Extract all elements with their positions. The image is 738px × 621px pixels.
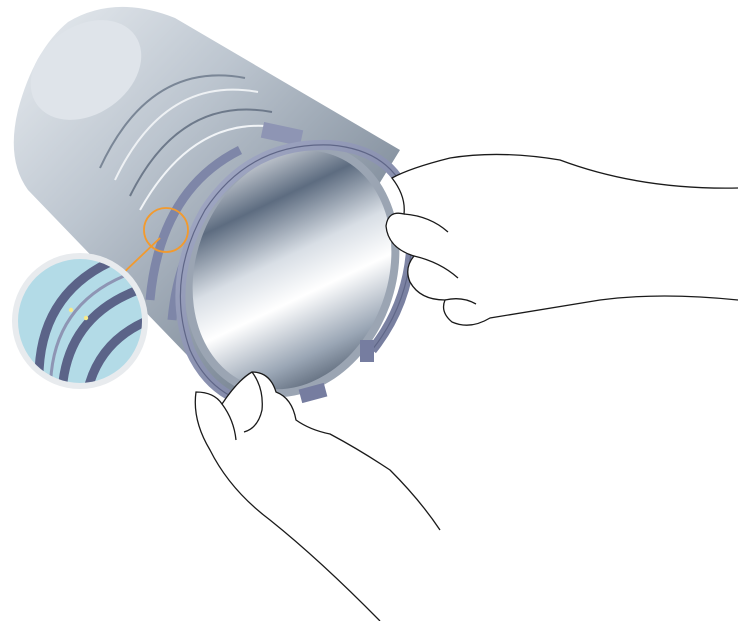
hand-left-outline	[195, 372, 440, 621]
callout-gap-marker-1	[69, 308, 73, 312]
hand-right	[386, 154, 738, 325]
piston-ring-end-right	[360, 340, 374, 362]
hand-right-outline	[386, 154, 738, 325]
callout-gap-marker-2	[84, 316, 88, 320]
hand-left	[195, 372, 440, 621]
